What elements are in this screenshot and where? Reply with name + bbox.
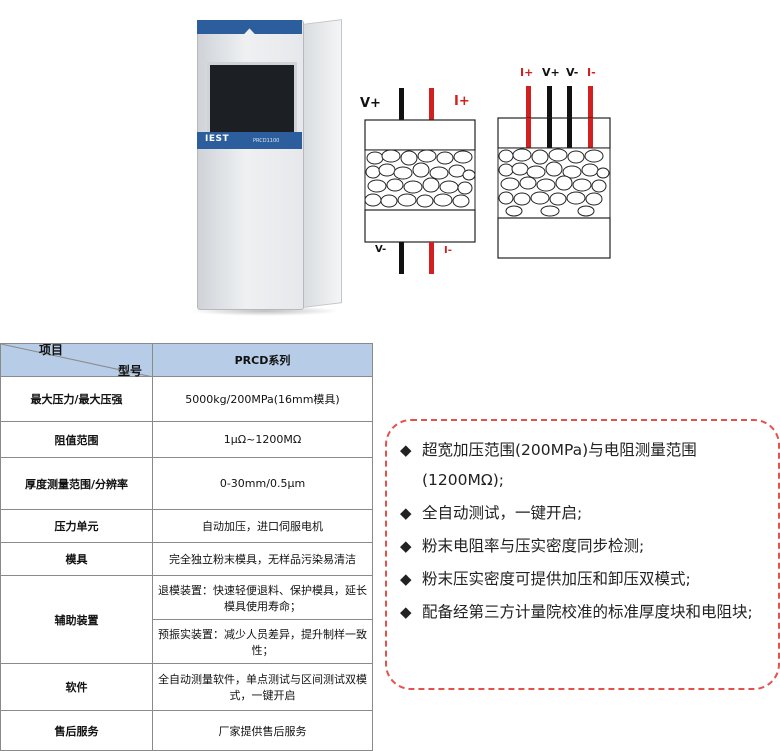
two-probe-diagram: [364, 88, 476, 274]
row-value-2: 预振实装置：减少人员差异，提升制样一致性；: [152, 619, 373, 664]
header-diagonal-cell: 型号 项目: [0, 343, 153, 378]
table-row: 最大压力/最大压强 5000kg/200MPa(16mm模具): [0, 376, 373, 422]
header-item: 项目: [39, 343, 64, 357]
cabinet-side: [302, 19, 342, 308]
row-value: 全自动测量软件，单点测试与区间测试双模式，一键开启: [152, 663, 373, 711]
v-minus-lead: [399, 242, 404, 274]
lower-plunger: [364, 209, 476, 243]
feature-text: 全自动测试，一键开启;: [422, 504, 583, 522]
upper-plunger: [364, 119, 476, 151]
i-plus-lead-4p: [526, 86, 531, 136]
diamond-bullet-icon: ◆: [400, 570, 412, 588]
cabinet-shadow: [190, 306, 340, 316]
feature-item: ◆ 配备经第三方计量院校准的标准厚度块和电阻块;: [400, 597, 772, 627]
diamond-bullet-icon: ◆: [400, 441, 412, 459]
label-v-plus-left: V+: [360, 96, 381, 111]
table-row: 模具 完全独立粉末模具，无样品污染易清洁: [0, 542, 373, 576]
upper-plunger-4p: [497, 117, 611, 149]
header-model: 型号: [117, 364, 142, 378]
label-v-plus-right: V+: [542, 66, 560, 79]
label-i-minus-left: I-: [444, 245, 452, 256]
table-row: 阻值范围 1μΩ~1200MΩ: [0, 421, 373, 458]
table-row: 辅助装置 退模装置：快速轻便退料、保护模具，延长模具使用寿命；: [0, 575, 373, 664]
cabinet-screen: [207, 62, 297, 140]
row-label: 售后服务: [0, 710, 153, 751]
features-box: [385, 419, 780, 690]
instrument-image: IEST PRCD1100: [185, 19, 345, 320]
feature-text: 粉末压实密度可提供加压和卸压双模式;: [422, 570, 691, 588]
feature-item: ◆ 粉末压实密度可提供加压和卸压双模式;: [400, 564, 772, 594]
row-label: 压力单元: [0, 509, 153, 543]
powder-particles-4p: [498, 148, 610, 217]
table-row: 预振实装置：减少人员差异，提升制样一致性；: [1, 619, 373, 664]
features-list: ◆ 超宽加压范围(200MPa)与电阻测量范围(1200MΩ); ◆ 全自动测试…: [400, 435, 772, 627]
lower-plunger-4p: [497, 217, 611, 259]
label-v-minus-right: V-: [566, 66, 579, 79]
i-minus-lead: [429, 242, 434, 274]
label-i-plus-left: I+: [454, 94, 470, 109]
row-value: 完全独立粉末模具，无样品污染易清洁: [152, 542, 373, 576]
label-i-minus-right: I-: [587, 66, 596, 79]
table-row: 厚度测量范围/分辨率 0-30mm/0.5μm: [0, 457, 373, 510]
feature-item: ◆ 全自动测试，一键开启;: [400, 498, 772, 528]
diagonal-line: [1, 344, 153, 377]
cabinet-top-band: [197, 20, 302, 34]
diamond-bullet-icon: ◆: [400, 603, 412, 621]
row-label: 最大压力/最大压强: [0, 376, 153, 422]
row-label: 软件: [0, 663, 153, 711]
feature-text: 超宽加压范围(200MPa)与电阻测量范围(1200MΩ);: [422, 441, 697, 489]
feature-text: 粉末电阻率与压实密度同步检测;: [422, 537, 645, 555]
cabinet-logo-band: [197, 132, 302, 149]
powder-particles: [364, 149, 476, 208]
row-label: 模具: [0, 542, 153, 576]
brand-logo: IEST: [205, 134, 230, 144]
row-value: 5000kg/200MPa(16mm模具): [152, 376, 373, 422]
row-label: 辅助装置: [0, 575, 153, 664]
row-value: 1μΩ~1200MΩ: [152, 421, 373, 458]
v-plus-lead-4p: [547, 86, 552, 136]
header-series: PRCD系列: [152, 343, 373, 377]
table-row: 软件 全自动测量软件，单点测试与区间测试双模式，一键开启: [0, 663, 373, 711]
row-value: 0-30mm/0.5μm: [152, 457, 373, 510]
row-label: 阻值范围: [0, 421, 153, 458]
row-value: 退模装置：快速轻便退料、保护模具，延长模具使用寿命；: [152, 575, 373, 620]
table-row: 压力单元 自动加压，进口伺服电机: [0, 509, 373, 543]
row-value: 自动加压，进口伺服电机: [152, 509, 373, 543]
row-value: 厂家提供售后服务: [152, 710, 373, 751]
v-minus-lead-4p: [567, 86, 572, 136]
diamond-bullet-icon: ◆: [400, 537, 412, 555]
table-row: 售后服务 厂家提供售后服务: [0, 710, 373, 751]
diamond-bullet-icon: ◆: [400, 504, 412, 522]
table-header-row: 型号 项目 PRCD系列: [0, 343, 373, 378]
feature-text: 配备经第三方计量院校准的标准厚度块和电阻块;: [422, 603, 753, 621]
v-plus-lead: [399, 88, 404, 120]
label-v-minus-left: V-: [375, 244, 387, 255]
label-i-plus-right: I+: [520, 66, 534, 79]
row-label: 厚度测量范围/分辨率: [0, 457, 153, 510]
model-label: PRCD1100: [253, 138, 280, 144]
i-plus-lead: [429, 88, 434, 120]
i-minus-lead-4p: [588, 86, 593, 136]
feature-item: ◆ 粉末电阻率与压实密度同步检测;: [400, 531, 772, 561]
spec-table: 型号 项目 PRCD系列 最大压力/最大压强 5000kg/200MPa(16m…: [0, 343, 373, 751]
feature-item: ◆ 超宽加压范围(200MPa)与电阻测量范围(1200MΩ);: [400, 435, 772, 495]
four-probe-diagram: [497, 86, 611, 259]
